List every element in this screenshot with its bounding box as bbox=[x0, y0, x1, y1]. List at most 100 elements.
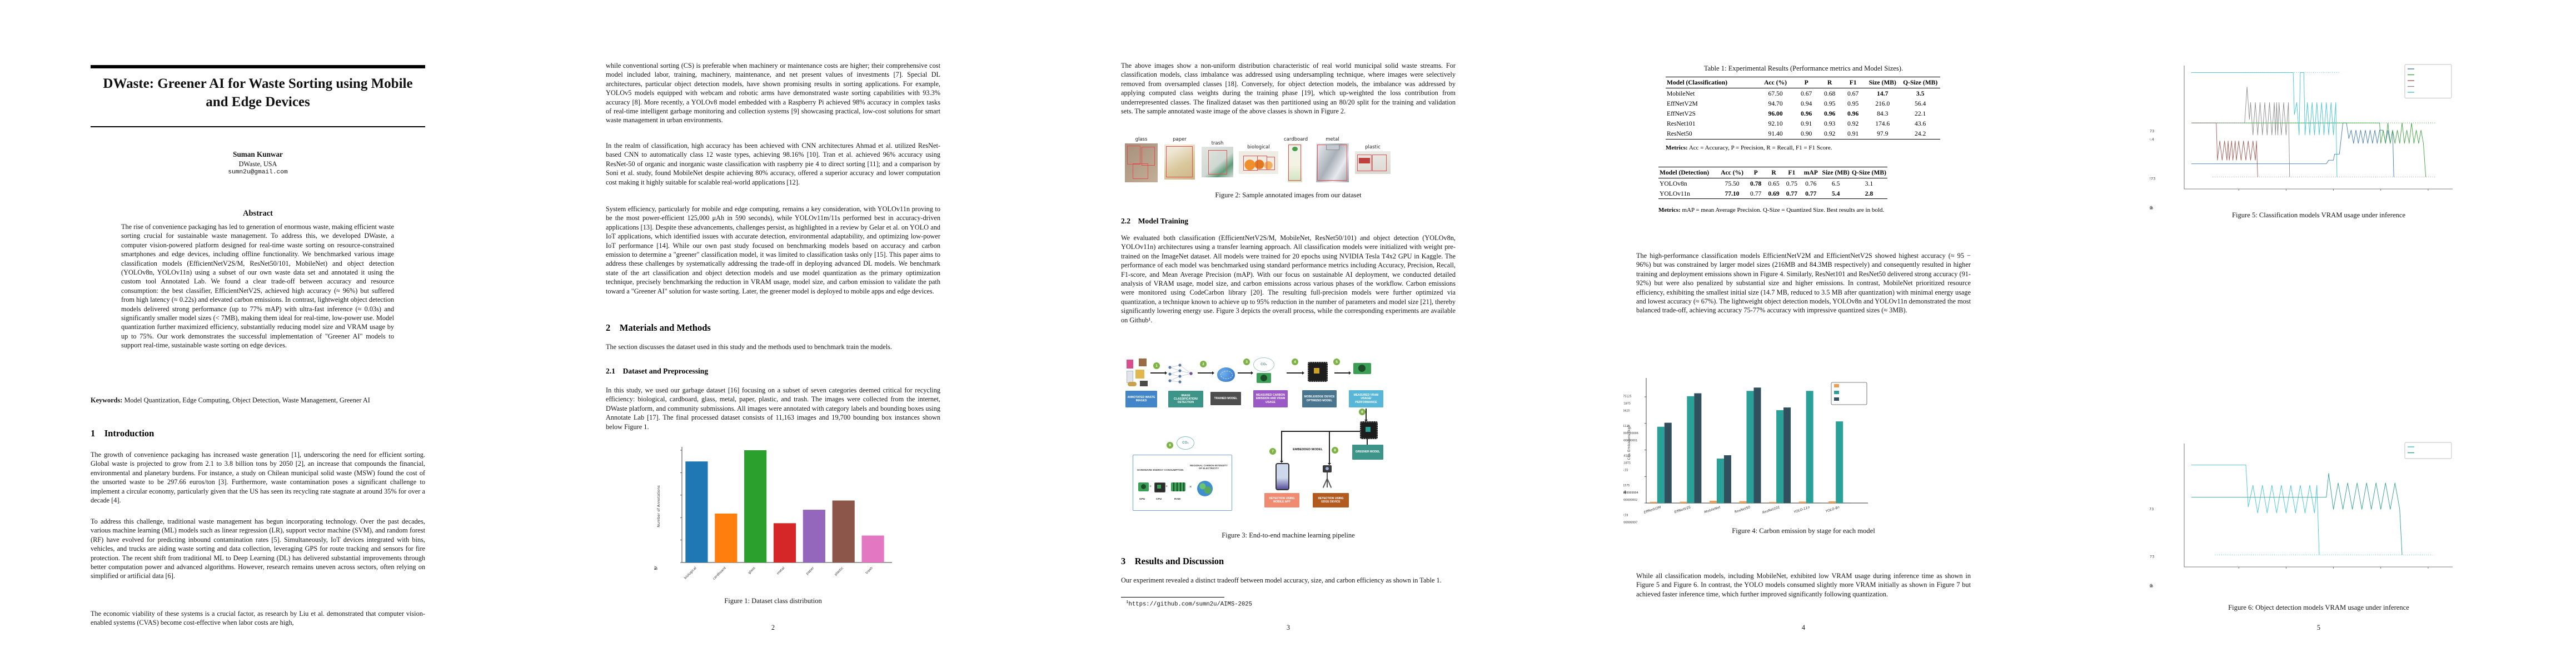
page-1: DWaste: Greener AI for Waste Sorting usi… bbox=[0, 0, 515, 667]
svg-text:45.05375000000001: 45.05375000000001 bbox=[1623, 439, 1637, 442]
ram-icon bbox=[1171, 482, 1185, 491]
fig2-label-paper: paper bbox=[1173, 137, 1187, 142]
svg-text:14: 14 bbox=[1623, 490, 1626, 495]
svg-text:30: 30 bbox=[2150, 206, 2153, 211]
fig2-image-trash bbox=[1202, 147, 1233, 177]
svg-text:trash: trash bbox=[865, 566, 874, 575]
gpu-card-icon bbox=[1257, 373, 1271, 383]
figure1-chart: 12224183.6143.2102.862.40000000000000622… bbox=[648, 439, 2321, 600]
hw-energy-label: HARDWARE ENERGY CONSUMPTION bbox=[1137, 469, 1184, 471]
flow-arrow-6 bbox=[1364, 409, 1368, 422]
diagram-box-greener: GREENER MODEL bbox=[1352, 445, 1383, 460]
greener-connector bbox=[1367, 438, 1368, 445]
fig2-image-metal bbox=[1316, 143, 1349, 182]
diagram-box-carbon: MEASURED CARBON EMISSION AND VRAM USAGE bbox=[1253, 390, 1288, 407]
figure5-chart: 3027327327327327328680.4145.24858.56979.… bbox=[2144, 43, 2461, 323]
co2-cloud-icon: CO₂ bbox=[1253, 357, 1274, 372]
svg-text:238.44125: 238.44125 bbox=[1623, 454, 1631, 457]
abstract-text: The rise of convenience packaging has le… bbox=[121, 223, 394, 350]
p3-para-1: The above images show a non-uniform dist… bbox=[1121, 62, 1456, 116]
p4-para-1: The high-performance classification mode… bbox=[1636, 252, 1971, 315]
diagram-box-vram: MEASURED VRAM USAGE/ PERFORMANCE bbox=[1349, 390, 1383, 407]
figure2-caption: Figure 2: Sample annotated images from o… bbox=[1215, 191, 1362, 199]
svg-text:34.78750000000002: 34.78750000000002 bbox=[1623, 499, 1637, 502]
section-3-heading: 3 Results and Discussion bbox=[1121, 556, 1224, 566]
step-8: 8 bbox=[1332, 447, 1338, 454]
figure4-caption: Figure 4: Carbon emission by stage for e… bbox=[1732, 527, 1875, 535]
svg-text:metal: metal bbox=[776, 566, 785, 575]
page-number-3: 3 bbox=[1286, 624, 1291, 631]
intro-para-3: The economic viability of these systems … bbox=[91, 610, 425, 627]
brain-icon bbox=[1217, 367, 1235, 382]
step-9: 9 bbox=[1167, 442, 1173, 449]
phone-icon bbox=[1275, 463, 1289, 490]
step-4: 4 bbox=[1292, 359, 1298, 365]
svg-text:Number of Annotations: Number of Annotations bbox=[656, 485, 661, 527]
times-sign: × bbox=[1189, 484, 1192, 489]
step-1: 1 bbox=[1153, 362, 1160, 369]
abstract-heading: Abstract bbox=[243, 209, 273, 218]
p2-para-2: In the realm of classification, high acc… bbox=[606, 142, 940, 186]
plus-sign-2: + bbox=[1165, 485, 1168, 489]
step-3: 3 bbox=[1243, 359, 1250, 365]
svg-text:MobileNet: MobileNet bbox=[1704, 505, 1722, 514]
fig2-image-paper bbox=[1164, 145, 1195, 180]
figure4-chart: 14247199.25151.5103.7556EffNetV2M240.375… bbox=[1608, 367, 1935, 592]
svg-text:biological: biological bbox=[684, 566, 697, 580]
svg-text:105.21875: 105.21875 bbox=[1623, 402, 1631, 405]
author-email[interactable]: sumn2u@gmail.com bbox=[228, 169, 288, 176]
svg-text:80.4: 80.4 bbox=[2150, 137, 2154, 142]
embedded-chip-icon bbox=[1360, 421, 1378, 439]
co2-cloud-icon-2: CO₂ bbox=[1177, 436, 1194, 450]
cpu-label: CPU bbox=[1156, 498, 1162, 501]
svg-text:75.37499999999997: 75.37499999999997 bbox=[1623, 521, 1637, 525]
footnote-rule bbox=[1121, 597, 1224, 598]
fig2-image-biological bbox=[1239, 151, 1278, 174]
figure3-caption: Figure 3: End-to-end machine learning pi… bbox=[1222, 531, 1355, 539]
section-1-introduction: 1 Introduction bbox=[91, 428, 155, 439]
svg-text:YOLO-8n: YOLO-8n bbox=[1825, 505, 1840, 514]
svg-text:240.59: 240.59 bbox=[1623, 514, 1628, 517]
svg-text:273: 273 bbox=[2150, 507, 2154, 511]
flow-arrow-5 bbox=[1334, 371, 1351, 375]
figure3-diagram: CO₂ 1 2 3 4 5 ANNOTATED WASTE IMAGES IMA… bbox=[1117, 347, 1383, 526]
page-number-5: 5 bbox=[2316, 624, 2321, 631]
plus-sign: + bbox=[1149, 485, 1152, 489]
flow-arrow-4 bbox=[1287, 371, 1304, 375]
step-6: 6 bbox=[1359, 409, 1366, 415]
regional-carbon-label: REGIONAL CARBON INTENSITY OF ELECTRICITY bbox=[1190, 464, 1228, 470]
page-5: 3027327327327327328680.4145.24858.56979.… bbox=[2061, 0, 2576, 667]
title-rule-bottom bbox=[91, 126, 425, 127]
footnote-url[interactable]: https://github.com/sumn2u/AIMS-2025 bbox=[1128, 601, 1253, 608]
svg-text:cardboard: cardboard bbox=[712, 566, 727, 581]
svg-text:paper: paper bbox=[805, 566, 815, 576]
cpu-icon bbox=[1154, 482, 1165, 492]
svg-text:98.05625: 98.05625 bbox=[1623, 409, 1630, 412]
fig2-label-plastic: plastic bbox=[1365, 145, 1381, 150]
intro-para-2: To address this challenge, traditional w… bbox=[91, 517, 425, 580]
gpu-icon bbox=[1138, 482, 1149, 491]
diagram-box-classify: IMAGE CLASSIFICATION/ DETECTION bbox=[1168, 391, 1203, 407]
page-3: The above images show a non-uniform dist… bbox=[1030, 0, 1546, 667]
flow-arrow-8 bbox=[1328, 431, 1331, 465]
svg-text:273: 273 bbox=[2150, 176, 2155, 181]
fig2-image-cardboard bbox=[1288, 143, 1302, 182]
svg-text:12: 12 bbox=[654, 566, 657, 571]
svg-text:glass: glass bbox=[748, 566, 756, 575]
fig2-label-biological: biological bbox=[1247, 145, 1270, 150]
gpu-card-icon-2 bbox=[1353, 363, 1371, 374]
svg-text:273: 273 bbox=[2150, 554, 2154, 559]
diagram-box-annotated: ANNOTATED WASTE IMAGES bbox=[1125, 391, 1157, 407]
figure6-caption: Figure 6: Object detection models VRAM u… bbox=[2228, 604, 2409, 611]
section-2-intro: The section discusses the dataset used i… bbox=[606, 343, 892, 351]
page-number-2: 2 bbox=[771, 624, 775, 631]
hardware-energy-box: HARDWARE ENERGY CONSUMPTION REGIONAL CAR… bbox=[1133, 455, 1232, 511]
svg-text:ResNet101: ResNet101 bbox=[1762, 505, 1781, 515]
svg-text:240.375125: 240.375125 bbox=[1623, 395, 1632, 398]
figure5-caption: Figure 5: Classification models VRAM usa… bbox=[2231, 211, 2406, 219]
author-affiliation: DWaste, USA bbox=[238, 160, 277, 168]
footnote: 1https://github.com/sumn2u/AIMS-2025 bbox=[1126, 600, 1253, 608]
fig2-image-plastic bbox=[1355, 151, 1391, 174]
